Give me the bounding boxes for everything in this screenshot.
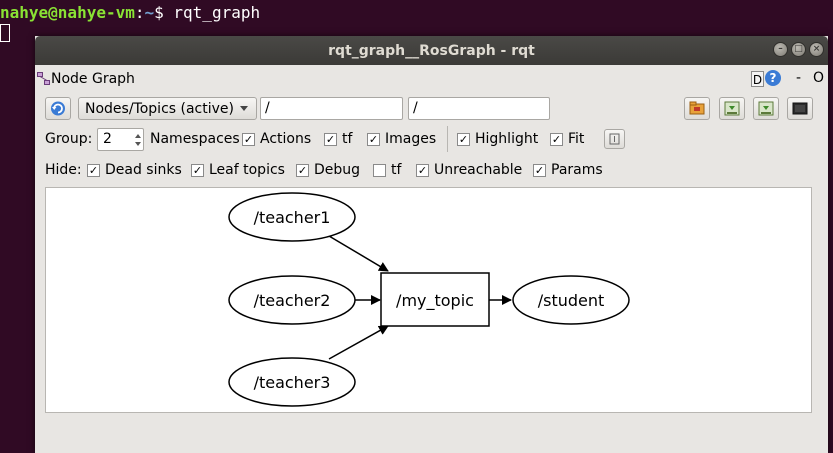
rqt-window: rqt_graph__RosGraph - rqt – □ × Node Gra… [35,36,828,453]
save-image-icon [758,101,774,116]
graph-canvas[interactable]: /teacher1 /teacher2 /teacher3 /my_topic … [45,187,812,413]
minimize-plugin-button[interactable]: - [796,70,802,86]
node-label-teacher3: /teacher3 [254,373,331,392]
node-graph-icon [37,72,50,85]
topic-filter-input[interactable]: / [408,97,550,120]
graph-node-teacher2[interactable]: /teacher2 [228,275,356,325]
terminal-cursor [0,24,10,42]
window-title: rqt_graph__RosGraph - rqt [328,42,535,59]
load-dot-button[interactable] [684,97,710,120]
debug-label: Debug [314,162,361,178]
actions-label: Actions [260,131,312,147]
dead-sinks-checkbox[interactable]: ✓ [87,164,100,177]
params-label: Params [551,162,603,178]
hide-label: Hide: [45,162,82,178]
terminal-prompt-line: nahye@nahye-vm:~$ rqt_graph [0,3,260,23]
node-label-student: /student [538,291,605,310]
graph-node-teacher1[interactable]: /teacher1 [228,192,356,242]
hide-tf-checkbox[interactable] [373,164,386,177]
graph-mode-value: Nodes/Topics (active) [85,100,234,117]
node-label-teacher1: /teacher1 [254,208,331,227]
tf-label: tf [342,131,353,147]
fit-icon [609,133,620,145]
dead-sinks-label: Dead sinks [105,162,182,178]
terminal-user-host: nahye@nahye-vm [0,3,135,22]
terminal-prompt: $ [154,3,174,22]
ros-graph[interactable]: /teacher1 /teacher2 /teacher3 /my_topic … [46,188,813,414]
terminal-path: ~ [144,3,155,22]
graph-node-teacher3[interactable]: /teacher3 [228,357,356,407]
leaf-topics-label: Leaf topics [209,162,285,178]
graph-topic-my-topic[interactable]: /my_topic [380,272,490,327]
leaf-topics-checkbox[interactable]: ✓ [191,164,204,177]
spin-up-icon[interactable] [135,134,141,138]
debug-checkbox[interactable]: ✓ [296,164,309,177]
minimize-button[interactable]: – [773,42,788,57]
unreachable-checkbox[interactable]: ✓ [416,164,429,177]
plugin-title: Node Graph [51,71,135,87]
terminal-command: rqt_graph [173,3,261,22]
help-icon[interactable]: ? [765,70,781,86]
refresh-button[interactable] [45,97,71,120]
screenshot-button[interactable] [787,97,813,120]
group-spinbox-value: 2 [103,131,112,147]
save-dot-icon [724,101,740,116]
monitor-icon [792,102,808,115]
toolbar-separator [447,126,448,152]
graph-node-student[interactable]: /student [512,275,630,325]
node-filter-input[interactable]: / [260,97,403,120]
edge-teacher3-topic [328,325,389,360]
highlight-checkbox[interactable]: ✓ [457,133,470,146]
images-checkbox[interactable]: ✓ [367,133,380,146]
save-image-button[interactable] [753,97,779,120]
detach-button[interactable]: D [751,71,764,87]
terminal-separator: : [134,3,145,22]
fit-in-view-button[interactable] [604,129,625,149]
close-window-button[interactable]: × [809,42,824,57]
chevron-down-icon [240,106,248,111]
window-titlebar[interactable]: rqt_graph__RosGraph - rqt – □ × [35,36,828,65]
node-label-teacher2: /teacher2 [254,291,331,310]
namespaces-checkbox[interactable]: ✓ [242,133,255,146]
window-controls: – □ × [773,42,824,57]
actions-checkbox[interactable]: ✓ [324,133,337,146]
save-dot-button[interactable] [719,97,745,120]
group-spinbox[interactable]: 2 [97,128,144,151]
highlight-label: Highlight [475,131,539,147]
maximize-button[interactable]: □ [791,42,806,57]
folder-open-icon [689,101,705,115]
spin-down-icon[interactable] [135,142,141,146]
unreachable-label: Unreachable [434,162,523,178]
namespaces-label: Namespaces [150,131,240,147]
topic-label-my-topic: /my_topic [396,291,474,311]
close-plugin-button[interactable]: O [813,70,825,86]
plugin-header: Node Graph D ? - O [35,69,828,91]
refresh-icon [51,101,65,116]
graph-mode-select[interactable]: Nodes/Topics (active) [78,97,257,120]
images-label: Images [385,131,437,147]
fit-checkbox[interactable]: ✓ [550,133,563,146]
group-label: Group: [45,131,93,147]
fit-label: Fit [568,131,585,147]
params-checkbox[interactable]: ✓ [533,164,546,177]
hide-tf-label: tf [391,162,402,178]
edge-teacher1-topic [328,235,389,272]
